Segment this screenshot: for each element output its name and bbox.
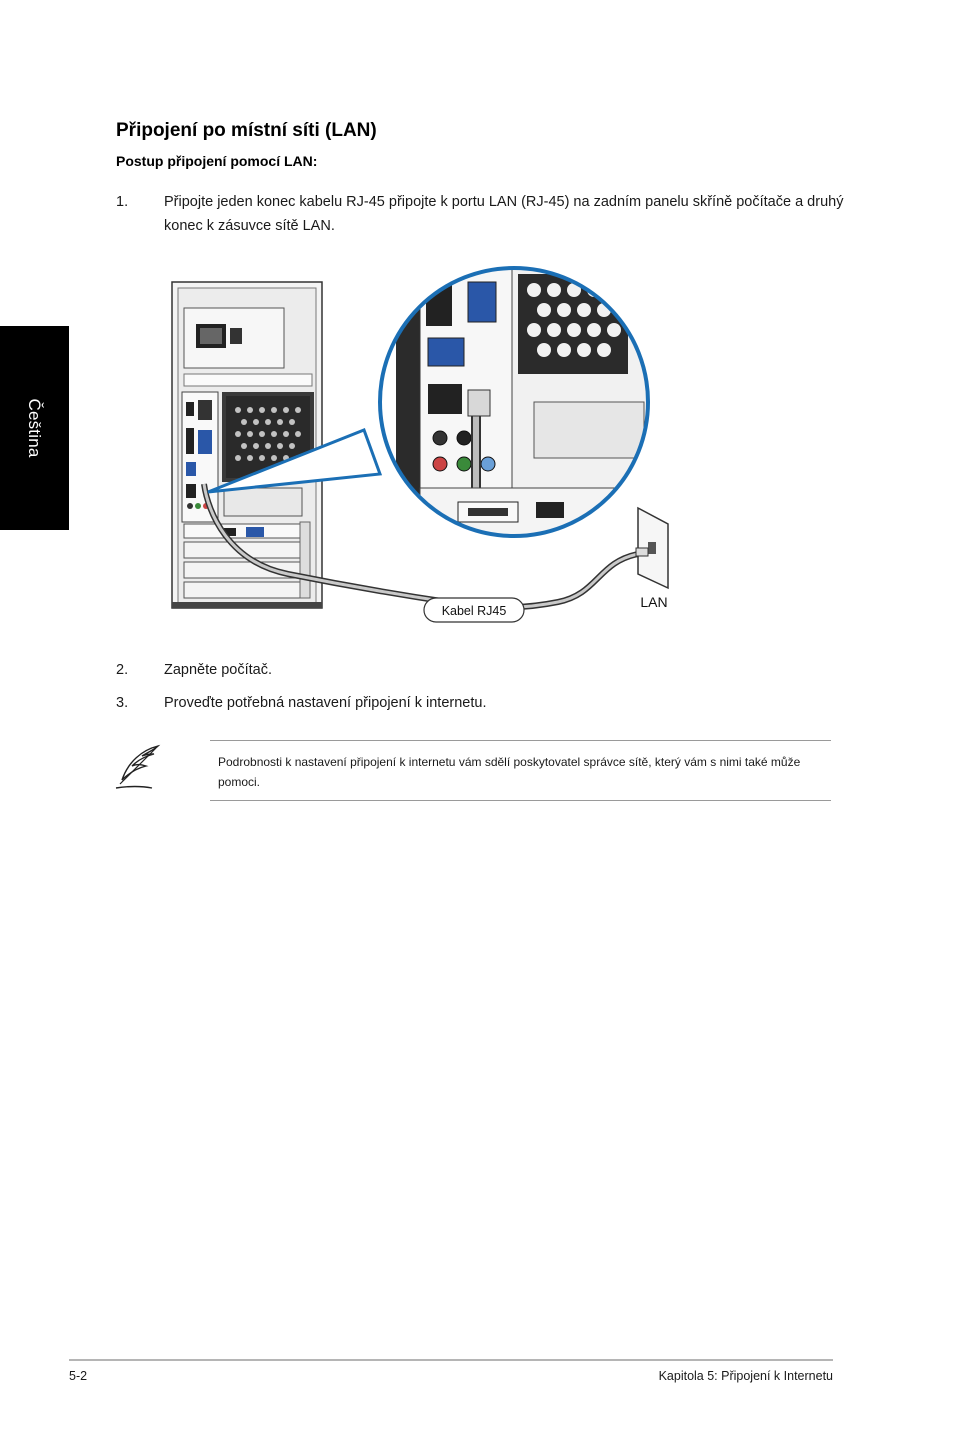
section-title: Připojení po místní síti (LAN) [116, 120, 377, 141]
cable-label: Kabel RJ45 [442, 604, 507, 618]
lan-label: LAN [640, 594, 667, 610]
chapter-title: Kapitola 5: Připojení k Internetu [658, 1369, 833, 1383]
pc-tower [171, 281, 323, 609]
page-number: 5-2 [69, 1369, 88, 1383]
note-bottom-rule [210, 800, 831, 801]
step-number: 1. [116, 194, 129, 210]
step-number: 3. [116, 695, 129, 711]
step-text: Zapněte počítač. [164, 662, 273, 678]
language-tab-label: Čeština [25, 398, 44, 458]
zoom-circle-border [378, 266, 650, 538]
note-text: Podrobnosti k nastavení připojení k inte… [218, 755, 801, 789]
language-side-tab: Čeština [0, 326, 69, 530]
note-top-rule [210, 740, 831, 741]
feather-pen-icon [112, 742, 164, 792]
zoom-detail [380, 268, 648, 536]
step-number: 2. [116, 662, 129, 678]
step-text: Proveďte potřebná nastavení připojení k … [164, 695, 487, 711]
section-subtitle: Postup připojení pomocí LAN: [116, 153, 318, 169]
wall-lan-socket [635, 506, 669, 590]
illustration-svg: Kabel RJ45 LAN [171, 266, 669, 623]
callout-pointer [207, 428, 383, 494]
lan-connection-illustration: Kabel RJ45 LAN [168, 262, 688, 628]
cable-label-box [423, 597, 525, 623]
footer-rule [69, 1359, 833, 1361]
step-text: Připojte jeden konec kabelu RJ-45 připoj… [164, 194, 844, 234]
